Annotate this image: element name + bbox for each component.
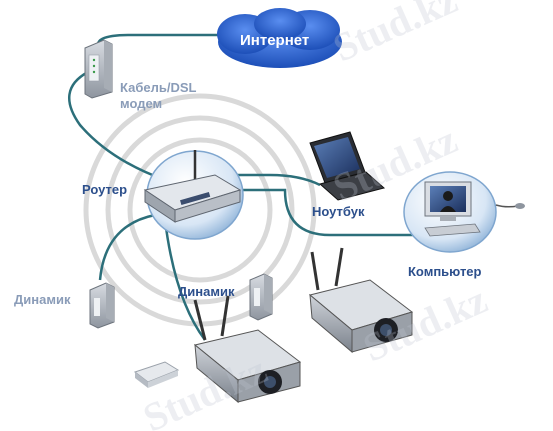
laptop-icon [309, 131, 386, 201]
computer-icon [403, 171, 525, 253]
cable-router-speaker-left [98, 213, 156, 281]
cable-modem-internet [96, 33, 230, 51]
speaker-center-icon [249, 273, 273, 321]
cable-modem-router [67, 70, 166, 182]
cable-modem-icon [84, 39, 113, 99]
internet-cloud-icon [217, 8, 342, 68]
internet-label: Интернет [240, 32, 310, 49]
modem-label-line2: модем [120, 96, 163, 111]
cable-router-laptop [210, 173, 321, 187]
router-icon [143, 150, 244, 240]
laptop-label: Ноутбук [312, 204, 365, 219]
modem-label-line1: Кабель/DSL [120, 80, 197, 95]
speaker-left-icon [89, 282, 115, 329]
speaker-left-label: Динамик [14, 292, 71, 307]
speaker-center-label: Динамик [178, 284, 235, 299]
cable-router-computer [240, 188, 420, 237]
computer-label: Компьютер [408, 264, 482, 279]
router-label: Роутер [82, 182, 128, 197]
small-device-icon [133, 361, 180, 388]
cable-router-camera-left [163, 219, 207, 341]
ip-camera-right-icon [308, 247, 414, 354]
ip-camera-left-icon [193, 295, 302, 404]
